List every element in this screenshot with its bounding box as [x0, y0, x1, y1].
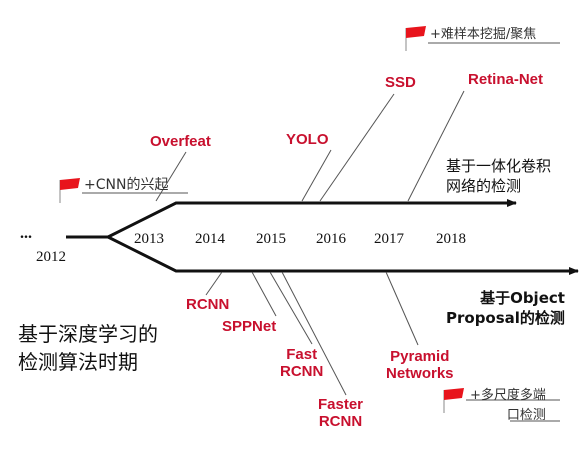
year-label: 2012 [36, 249, 66, 265]
upper-branch-caption: 基于一体化卷积 网络的检测 [446, 157, 552, 195]
method-label: YOLO [286, 131, 329, 148]
leader-ssd [319, 93, 395, 202]
method-label: Fast RCNN [280, 346, 324, 381]
year-label: 2014 [195, 231, 225, 247]
year-label: 2016 [316, 231, 346, 247]
method-label: Pyramid Networks [386, 348, 454, 383]
method-label: SSD [385, 74, 416, 91]
year-label: 2013 [134, 231, 164, 247]
year-label: 2015 [256, 231, 286, 247]
leader-fast [269, 271, 313, 345]
leader-retina [407, 90, 465, 202]
leader-faster [281, 271, 347, 396]
leader-sppnet [251, 271, 277, 317]
method-label: Overfeat [150, 133, 211, 150]
upper-branch-line [107, 199, 517, 239]
method-label: Retina-Net [468, 71, 544, 88]
flag-icon [443, 388, 464, 413]
lower-branch-line [107, 235, 579, 275]
flag-icon [59, 178, 80, 203]
annotation-cnn: +CNN的兴起 [84, 177, 169, 193]
annotation-multi-scale: +多尺度多端 口检测 [470, 388, 546, 424]
leader-yolo [301, 149, 332, 202]
annotation-hard-mining: +难样本挖掘/聚焦 [430, 27, 537, 42]
leader-pyramid [385, 271, 419, 346]
leader-rcnn [205, 271, 223, 296]
lower-branch-caption: 基于Object Proposal的检测 [446, 289, 565, 328]
method-label: RCNN [186, 296, 230, 313]
method-label: SPPNet [222, 318, 277, 335]
flag-icon [405, 26, 426, 51]
year-label: 2018 [436, 231, 466, 247]
start-dots: ... [20, 225, 32, 242]
method-label: Faster RCNN [318, 396, 364, 431]
year-label: 2017 [374, 231, 404, 247]
page-title: 基于深度学习的 检测算法时期 [18, 322, 158, 374]
